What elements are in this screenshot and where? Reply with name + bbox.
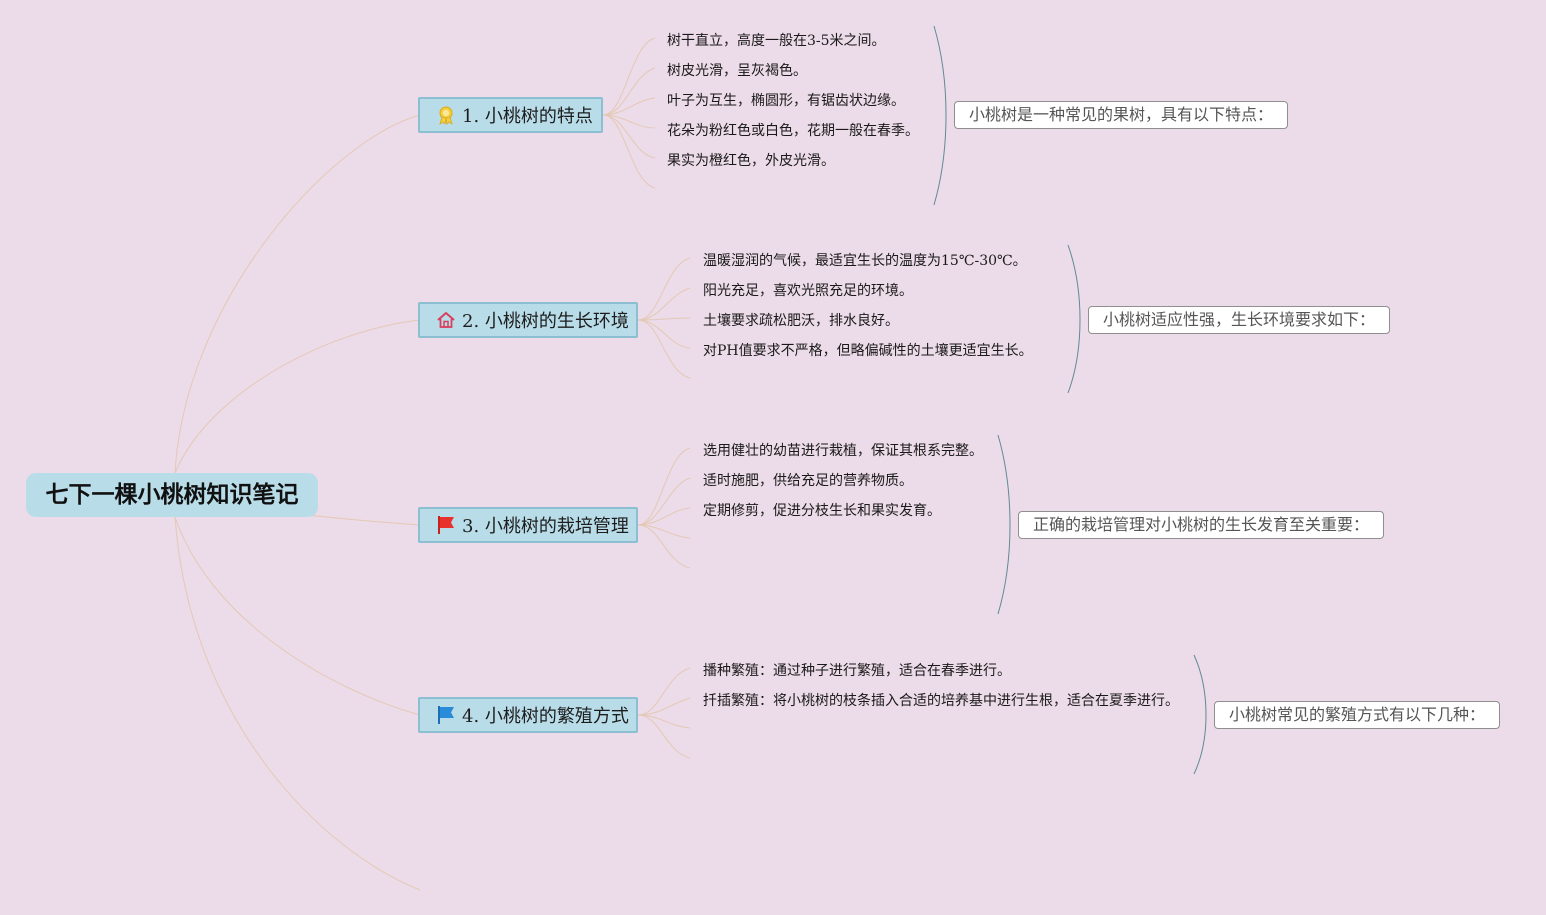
summary-bracket-3 [997, 434, 1011, 615]
leaf-4-2[interactable]: 扦插繁殖：将小桃树的枝条插入合适的培养基中进行生根，适合在夏季进行。 [703, 693, 1179, 709]
summary-4[interactable]: 小桃树常见的繁殖方式有以下几种： [1214, 701, 1501, 729]
red-flag-icon [436, 515, 456, 535]
branch-label-1: 1. 小桃树的特点 [462, 106, 593, 127]
root-connector-1 [174, 114, 421, 474]
branch-topic-3[interactable]: 3. 小桃树的栽培管理 [418, 507, 638, 543]
leaf-2-1[interactable]: 温暖湿润的气候，最适宜生长的温度为15℃-30℃。 [703, 253, 1027, 269]
branch-label-2: 2. 小桃树的生长环境 [462, 311, 629, 332]
summary-bracket-4 [1193, 654, 1207, 775]
branch-topic-1[interactable]: 1. 小桃树的特点 [418, 97, 603, 133]
summary-2[interactable]: 小桃树适应性强，生长环境要求如下： [1088, 306, 1391, 334]
summary-bracket-1 [933, 25, 947, 206]
branch-label-3: 3. 小桃树的栽培管理 [462, 516, 629, 537]
root-topic[interactable]: 七下一棵小桃树知识笔记 [26, 473, 318, 517]
blue-flag-icon [436, 705, 456, 725]
leaf-4-1[interactable]: 播种繁殖：通过种子进行繁殖，适合在春季进行。 [703, 663, 1011, 679]
home-icon [436, 310, 456, 330]
leaf-2-2[interactable]: 阳光充足，喜欢光照充足的环境。 [703, 283, 913, 299]
summary-bracket-2 [1067, 244, 1081, 394]
branch-topic-4[interactable]: 4. 小桃树的繁殖方式 [418, 697, 638, 733]
leaf-2-4[interactable]: 对PH值要求不严格，但略偏碱性的土壤更适宜生长。 [703, 343, 1033, 359]
leaf-2-3[interactable]: 土壤要求疏松肥沃，排水良好。 [703, 313, 899, 329]
summary-1[interactable]: 小桃树是一种常见的果树，具有以下特点： [954, 101, 1289, 129]
leaf-1-1[interactable]: 树干直立，高度一般在3-5米之间。 [667, 33, 886, 49]
branch-label-4: 4. 小桃树的繁殖方式 [462, 706, 629, 727]
branch-topic-2[interactable]: 2. 小桃树的生长环境 [418, 302, 638, 338]
root-connector-extra [174, 516, 421, 891]
leaf-1-4[interactable]: 花朵为粉红色或白色，花期一般在春季。 [667, 123, 919, 139]
leaf-3-1[interactable]: 选用健壮的幼苗进行栽植，保证其根系完整。 [703, 443, 983, 459]
leaf-1-2[interactable]: 树皮光滑，呈灰褐色。 [667, 63, 807, 79]
award-ribbon-icon [436, 105, 456, 125]
summary-3[interactable]: 正确的栽培管理对小桃树的生长发育至关重要： [1018, 511, 1385, 539]
leaf-3-2[interactable]: 适时施肥，供给充足的营养物质。 [703, 473, 913, 489]
root-connector-2 [174, 319, 421, 474]
root-connector-4 [174, 516, 421, 716]
leaf-1-5[interactable]: 果实为橙红色，外皮光滑。 [667, 153, 835, 169]
leaf-1-3[interactable]: 叶子为互生，椭圆形，有锯齿状边缘。 [667, 93, 905, 109]
leaf-3-3[interactable]: 定期修剪，促进分枝生长和果实发育。 [703, 503, 941, 519]
